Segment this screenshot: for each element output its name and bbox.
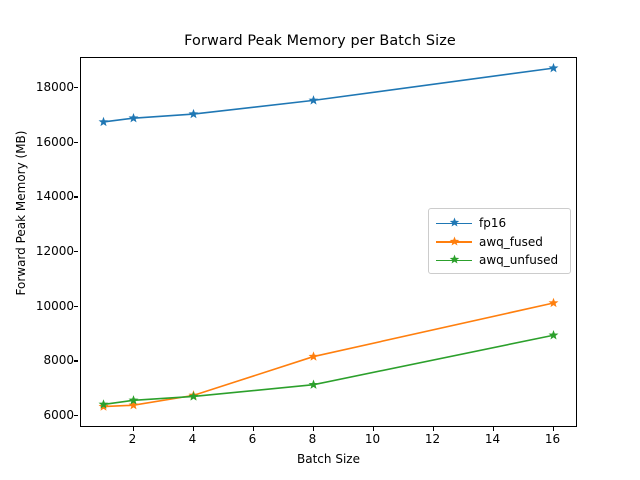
y-tick-mark [74, 87, 78, 89]
legend-item-fp16[interactable]: fp16 [436, 214, 563, 233]
plot-lines [98, 62, 559, 411]
x-axis-tick-labels: 2 4 6 8 10 12 14 16 [80, 432, 577, 452]
legend-label: fp16 [479, 216, 507, 231]
y-tick-label: 14000 [35, 189, 74, 204]
legend-star-icon [449, 236, 460, 246]
data-point-fp16 [548, 62, 559, 73]
x-tick-mark [252, 427, 254, 431]
y-tick-mark [74, 196, 78, 198]
y-tick-mark [74, 415, 78, 417]
data-point-awq_unfused [548, 330, 559, 340]
y-tick-label: 12000 [35, 244, 74, 259]
y-tick-mark [74, 141, 78, 143]
data-point-fp16 [308, 95, 319, 105]
legend-swatch-awq_fused [436, 236, 472, 248]
x-tick-mark [372, 427, 374, 431]
x-tick-label: 2 [128, 432, 137, 446]
legend-label: awq_unfused [479, 253, 559, 268]
x-tick-label: 16 [544, 432, 561, 446]
x-tick-mark [132, 427, 134, 431]
y-axis-tick-labels: 6000 8000 10000 12000 14000 16000 18000 [0, 57, 78, 427]
y-tick-label: 8000 [43, 353, 74, 368]
data-point-awq_unfused [308, 379, 319, 389]
x-tick-label: 10 [364, 432, 381, 446]
legend-swatch-fp16 [436, 217, 472, 229]
y-tick-mark [74, 251, 78, 253]
x-tick-mark [312, 427, 314, 431]
data-point-awq_fused [548, 297, 559, 308]
x-tick-mark [432, 427, 434, 431]
series-line-awq_fused [103, 302, 554, 408]
chart-legend[interactable]: fp16 awq_fused awq_unfused [428, 208, 571, 274]
x-tick-label: 4 [188, 432, 197, 446]
x-tick-mark [192, 427, 194, 431]
data-point-fp16 [128, 112, 139, 123]
y-tick-mark [74, 360, 78, 362]
y-tick-label: 6000 [43, 408, 74, 423]
x-tick-mark [492, 427, 494, 431]
chart-title: Forward Peak Memory per Batch Size [184, 33, 456, 49]
legend-item-awq_fused[interactable]: awq_fused [436, 233, 563, 252]
x-tick-mark [552, 427, 554, 431]
data-point-awq_fused [308, 351, 319, 361]
legend-swatch-awq_unfused [436, 254, 472, 266]
data-point-awq_fused [128, 400, 139, 410]
data-point-awq_unfused [98, 399, 109, 409]
y-tick-label: 10000 [35, 298, 74, 313]
y-tick-label: 18000 [35, 80, 74, 95]
legend-star-icon [449, 254, 460, 264]
y-tick-label: 16000 [35, 134, 74, 149]
legend-label: awq_fused [479, 234, 543, 249]
series-line-awq_unfused [103, 334, 554, 406]
x-tick-label: 12 [424, 432, 441, 446]
x-axis-label: Batch Size [297, 452, 360, 466]
x-tick-label: 8 [308, 432, 317, 446]
data-point-awq_unfused [188, 391, 199, 401]
legend-item-awq_unfused[interactable]: awq_unfused [436, 251, 563, 270]
plot-area [80, 57, 577, 427]
x-tick-label: 6 [248, 432, 257, 446]
series-line-fp16 [103, 67, 554, 123]
x-tick-label: 14 [484, 432, 501, 446]
data-point-fp16 [188, 108, 199, 119]
y-tick-mark [74, 305, 78, 307]
legend-star-icon [449, 217, 460, 227]
data-point-fp16 [98, 116, 109, 127]
data-point-awq_unfused [128, 395, 139, 405]
